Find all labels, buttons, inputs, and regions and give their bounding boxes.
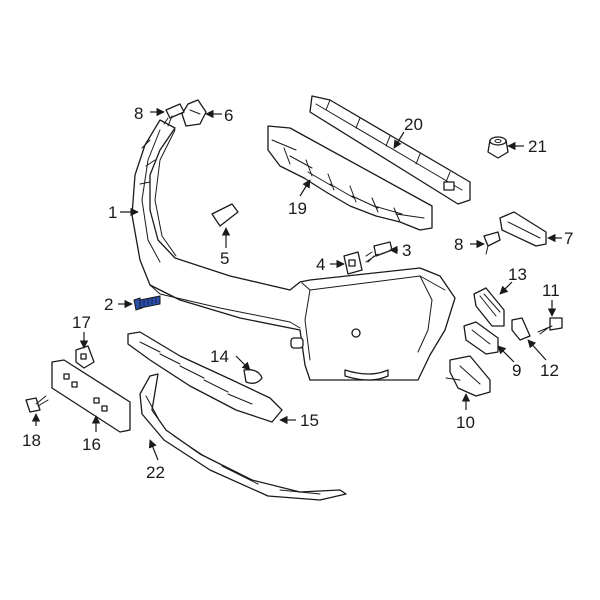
part-17-bracket <box>75 345 95 369</box>
part-21-nut <box>487 136 509 159</box>
callout-16: 16 <box>82 435 101 454</box>
callout-17: 17 <box>72 313 91 332</box>
part-3-screw <box>365 241 393 263</box>
callout-21: 21 <box>528 137 547 156</box>
callout-8-top: 8 <box>134 104 143 123</box>
callout-12: 12 <box>540 361 559 380</box>
part-19-absorber <box>267 125 433 231</box>
callout-labels: 8 6 1 2 3 4 5 7 8 9 10 11 12 13 14 15 16… <box>22 104 573 482</box>
callout-7: 7 <box>564 229 573 248</box>
part-7-bracket <box>499 211 547 247</box>
callout-22: 22 <box>146 463 165 482</box>
part-18-screw <box>25 395 49 413</box>
callout-2: 2 <box>104 295 113 314</box>
part-8-screw-right <box>483 231 501 255</box>
callout-10: 10 <box>456 413 475 432</box>
part-9-bracket <box>463 321 499 355</box>
callout-4: 4 <box>316 255 325 274</box>
part-13-grille <box>473 287 505 327</box>
callout-15: 15 <box>300 411 319 430</box>
part-1-bumper-cover <box>131 119 456 381</box>
callout-20: 20 <box>404 115 423 134</box>
callout-13: 13 <box>508 265 527 284</box>
callout-19: 19 <box>288 199 307 218</box>
part-5-cap <box>211 203 239 227</box>
part-11-screw <box>537 317 563 335</box>
callout-14: 14 <box>210 347 229 366</box>
callout-8-right: 8 <box>454 235 463 254</box>
part-14-cap <box>243 369 263 384</box>
callout-1: 1 <box>108 203 117 222</box>
part-10-bracket <box>445 355 491 397</box>
part-8-screw-top <box>163 103 185 127</box>
callout-3: 3 <box>402 241 411 260</box>
part-6-bracket <box>181 99 207 127</box>
part-4-clip <box>343 251 363 275</box>
part-22-valance <box>139 373 347 501</box>
callout-9: 9 <box>512 361 521 380</box>
leader-lines <box>31 107 562 461</box>
part-16-plate-bracket <box>51 359 131 433</box>
callout-18: 18 <box>22 431 41 450</box>
part-12-bracket <box>511 317 531 341</box>
callout-5: 5 <box>220 249 229 268</box>
callout-6: 6 <box>224 106 233 125</box>
part-20-impact-bar <box>309 95 471 205</box>
part-15-lower-grille <box>127 331 283 423</box>
part-2-screw-highlighted <box>133 295 161 311</box>
callout-11: 11 <box>542 281 560 300</box>
